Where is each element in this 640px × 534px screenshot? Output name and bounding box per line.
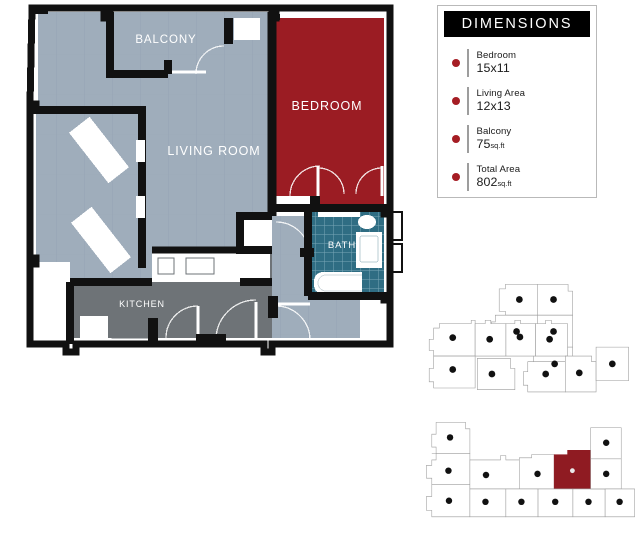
room-label-living-room: LIVING ROOM [167,144,260,158]
keyplan-marker[interactable] [513,328,520,335]
bullet-dot-icon [452,173,460,181]
wall-balcony-right-stub [224,18,233,44]
keyplan-unit[interactable] [477,358,516,390]
keyplan-marker[interactable] [488,370,496,378]
keyplan-unit[interactable] [469,455,520,490]
bedroom-closet-arc-1 [317,167,345,195]
wall-hall-stub [268,296,278,318]
wall-hall-left [236,212,272,254]
dimension-value: 75sq.ft [476,137,505,152]
walls [26,4,394,356]
wall-right-window-1 [384,212,392,214]
bullet-dot-icon [452,97,460,105]
keyplan-marker[interactable] [608,360,616,368]
keyplan-marker[interactable] [482,498,489,506]
keyplan-marker[interactable] [551,360,558,368]
keyplan-marker[interactable] [550,296,557,303]
living-panel-1 [69,116,129,184]
kitchen-fridge [80,316,108,342]
keyplan-marker[interactable] [518,498,525,506]
keyplan-marker[interactable] [575,369,583,377]
keyplan-marker[interactable] [486,335,494,343]
bedroom-door-arc-1 [289,165,321,197]
keyplan-marker[interactable] [602,470,610,478]
kitchen-appliance-details [111,257,215,339]
keyplan-marker[interactable] [449,366,457,373]
wall-bath-door-jamb [300,248,314,257]
door-swings [165,45,383,341]
dimensions-header: DIMENSIONS [444,11,590,37]
dimension-label: Total Area [476,164,521,176]
wall-left-gap-1 [136,140,145,162]
kitchen-door-arc [165,305,199,339]
balcony-box [234,18,260,40]
keyplan-marker[interactable] [585,498,592,506]
keyplan-marker[interactable] [516,333,524,341]
entry-door-arc [215,299,257,339]
keyplan-marker[interactable] [602,439,610,446]
dimension-label: Living Area [476,88,526,100]
keyplan-marker[interactable] [516,296,523,303]
bedroom-closet-arc-2 [355,167,383,195]
wall-bedroom-closet-stub [310,196,320,212]
keyplan-marker[interactable] [616,498,623,506]
bullet-dot-icon [452,59,460,67]
dimension-value: 802sq.ft [476,175,512,190]
hall-door-arc [275,305,311,341]
keyplan-marker[interactable] [552,498,559,506]
keyplan-marker[interactable] [546,335,553,343]
stove-burners [117,313,143,335]
bath-tub [314,272,372,294]
divider-bar [467,163,469,191]
divider-bar [467,87,469,115]
floor-plan-drawing: BALCONY LIVING ROOM BEDROOM BATH KITCHEN [0,0,410,370]
dimension-value: 15x11 [476,61,510,76]
keyplan-marker[interactable] [445,497,453,504]
bedroom-floor [276,18,384,208]
keyplan-marker[interactable] [445,467,452,474]
wall-kitchen-jamb-2 [196,334,226,342]
living-panel-2 [71,206,131,274]
dimensions-panel: DIMENSIONS Bedroom 15x11 Living Area 12x… [437,5,597,198]
dimension-row-total-area: Total Area 802sq.ft [438,158,596,196]
keyplan-marker[interactable] [542,370,550,378]
kitchen-cooktop [185,257,215,275]
bath-tile-corner [362,268,382,294]
dimension-label: Balcony [476,126,512,138]
wall-kitchen-jamb-1 [148,318,158,342]
dimension-value: 12x13 [476,99,511,114]
kitchen-sink-basin [157,257,175,275]
room-label-kitchen: KITCHEN [119,299,165,309]
bath-shelf [318,212,360,217]
kitchen-floor [70,282,272,338]
dimension-row-bedroom: Bedroom 15x11 [438,44,596,82]
bath-sink [358,215,376,229]
dimension-label: Bedroom [476,50,517,62]
lower-floor-keyplan[interactable] [420,404,640,532]
divider-bar [467,125,469,153]
divider-bar [467,49,469,77]
room-label-bath: BATH [328,240,356,251]
wall-left-gap-2 [136,196,145,218]
exterior-window-marks [392,211,403,273]
bath-toilet [359,235,379,263]
keyplan-marker[interactable] [550,328,557,335]
bath-fixture-details [317,215,382,294]
keyplan-marker[interactable] [482,471,490,479]
keyplan-marker[interactable] [449,334,457,341]
dimensions-title: DIMENSIONS [461,16,573,32]
balcony-door-arc [195,45,225,75]
room-label-bedroom: BEDROOM [292,99,363,113]
upper-floor-keyplan[interactable] [420,262,640,402]
keyplan-marker[interactable] [446,434,454,441]
keyplan-marker[interactable] [534,470,541,478]
bullet-dot-icon [452,135,460,143]
dimension-row-balcony: Balcony 75sq.ft [438,120,596,158]
dimensions-list: Bedroom 15x11 Living Area 12x13 Balcony … [438,40,596,197]
room-label-balcony: BALCONY [135,34,196,46]
wall-bedroom-top-gap [268,14,280,20]
room-labels: BALCONY LIVING ROOM BEDROOM BATH KITCHEN [119,34,363,309]
keyplan-marker-selected[interactable] [569,468,575,474]
dimension-row-living-area: Living Area 12x13 [438,82,596,120]
